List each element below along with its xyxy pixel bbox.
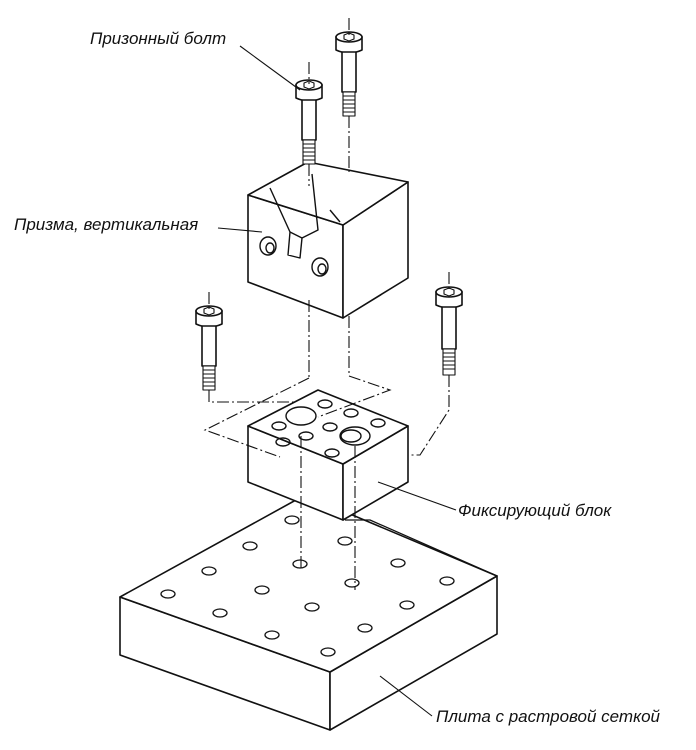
fixing-block-holes: [271, 399, 386, 458]
label-fitting-bolt: Призонный болт: [90, 29, 226, 48]
grid-plate: [119, 494, 498, 731]
v-block: [247, 161, 409, 319]
label-v-block: Призма, вертикальная: [14, 215, 198, 234]
v-groove: [269, 173, 341, 259]
leader-fixing-block: [377, 481, 457, 511]
fitting-bolt-a: [295, 79, 323, 165]
leader-v-block: [217, 227, 263, 233]
fitting-bolt-d: [435, 286, 463, 376]
v-block-holes: [259, 236, 329, 277]
fitting-bolt-b: [335, 31, 363, 117]
leader-fitting-bolt: [239, 45, 301, 91]
label-fixing-block: Фиксирующий блок: [458, 501, 612, 520]
center-lines: [203, 18, 450, 590]
label-grid-plate: Плита с растровой сеткой: [436, 707, 661, 726]
fitting-bolt-c: [195, 305, 223, 391]
grid-plate-holes: [160, 515, 455, 657]
leader-grid-plate: [379, 675, 433, 717]
fixing-block: [247, 389, 409, 521]
labels: Призонный болт Призма, вертикальная Фикс…: [14, 29, 661, 726]
leader-lines: [217, 45, 457, 717]
